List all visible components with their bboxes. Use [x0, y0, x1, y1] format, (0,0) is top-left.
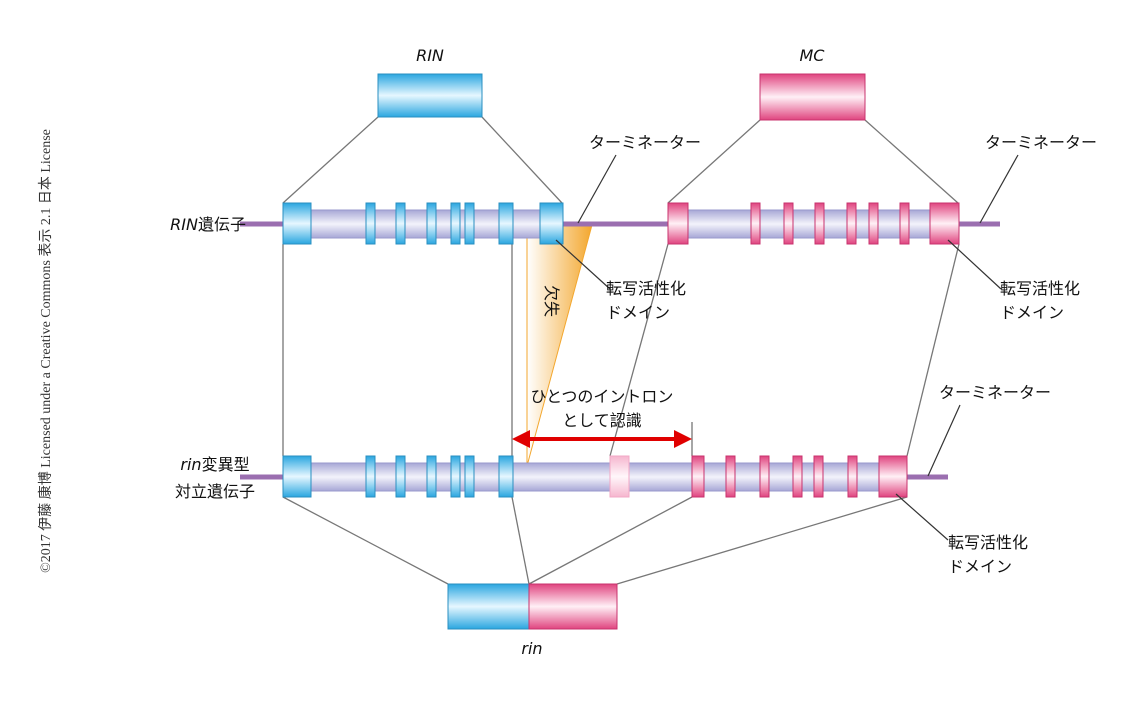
rin-protein-box [377, 73, 483, 118]
mutant-mc-exon [813, 455, 824, 498]
rin-exon-activation [539, 202, 564, 245]
mutant-intron-long [511, 462, 693, 492]
mutant-rin-exon [464, 455, 475, 498]
mc-exon [899, 202, 910, 245]
mc-exon [814, 202, 825, 245]
rin-gene-strand [240, 202, 1000, 245]
activation-domain-3-line2: ドメイン [948, 557, 1012, 576]
activation-domain-2-line1: 転写活性化 [1000, 279, 1080, 298]
activation-domain-3-line1: 転写活性化 [948, 533, 1028, 552]
mc-exon-activation [929, 202, 960, 245]
mutant-rin-exon [365, 455, 376, 498]
mc-exon [750, 202, 761, 245]
rin-exon [498, 202, 514, 245]
deletion-label: 欠失 [542, 285, 561, 317]
mutant-rin-exon [498, 455, 514, 498]
mutant-rin-exon [282, 455, 312, 498]
rin-exon [395, 202, 406, 245]
rin-mutant-label-line2: 対立遺伝子 [175, 482, 255, 501]
mutant-mc-exon [691, 455, 705, 498]
rin-protein-label: RIN [416, 46, 444, 65]
mutant-mc-exon [792, 455, 803, 498]
mc-protein-box [759, 73, 866, 121]
connector-lines [282, 116, 960, 585]
mc-exon [783, 202, 794, 245]
rin-fusion-blue-part [447, 583, 530, 630]
rin-exon [282, 202, 312, 245]
rin-fusion-pink-part [528, 583, 618, 630]
terminator-label-2: ターミネーター [985, 133, 1097, 152]
mutant-mc-exon [759, 455, 770, 498]
rin-gene-intron-pink [687, 209, 931, 239]
rin-exon [464, 202, 475, 245]
mutant-rin-exon [426, 455, 437, 498]
single-intron-arrow [512, 430, 692, 448]
mutant-mc-exon [847, 455, 858, 498]
mutant-mc-exon [725, 455, 736, 498]
rin-mutant-strand [240, 455, 948, 498]
rin-fusion-label: rin [521, 639, 542, 658]
rin-exon [365, 202, 376, 245]
terminator-label-3: ターミネーター [939, 383, 1051, 402]
rin-mutant-label-line1: rin変異型 [180, 455, 249, 474]
mc-exon [667, 202, 689, 245]
mutant-rin-exon [450, 455, 461, 498]
activation-domain-2-line2: ドメイン [1000, 303, 1064, 322]
activation-domain-1-line1: 転写活性化 [606, 279, 686, 298]
mutant-faded-exon [609, 455, 630, 498]
mutant-mc-exon-activation [878, 455, 908, 498]
mc-exon [868, 202, 879, 245]
activation-domain-1-line2: ドメイン [606, 303, 670, 322]
terminator-label-1: ターミネーター [589, 133, 701, 152]
rin-exon [426, 202, 437, 245]
rin-exon [450, 202, 461, 245]
callout-lines [555, 154, 1019, 541]
mc-protein-label: MC [800, 46, 826, 65]
rin-gene-label: RIN遺伝子 [170, 215, 246, 234]
credit-text: ©2017 伊藤 康博 Licensed under a Creative Co… [37, 129, 54, 573]
mc-exon [846, 202, 857, 245]
mutant-rin-exon [395, 455, 406, 498]
single-intron-label-line2: として認識 [562, 411, 642, 430]
single-intron-label-line1: ひとつのイントロン [531, 387, 674, 406]
